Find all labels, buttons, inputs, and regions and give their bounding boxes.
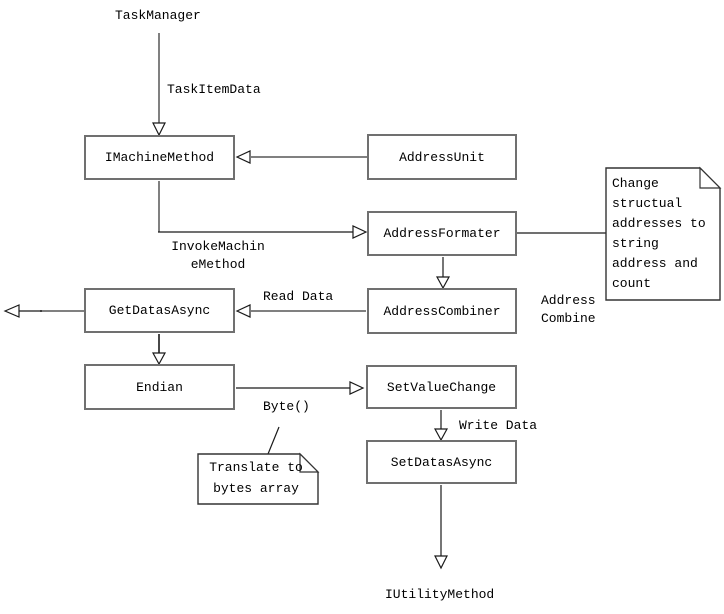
arrowhead-left-icon [235,304,251,318]
note-translate-bytes-text: Translate to bytes array [209,460,303,496]
arrowhead-left-icon [3,304,20,318]
edge-taskmanager-to-imachinemethod [152,33,166,137]
arrowhead-down-icon [152,122,166,137]
arrowhead-down-icon [434,555,448,570]
node-setdatasasync: SetDatasAsync [366,440,517,484]
edge-endian-to-setvaluechange [236,381,365,395]
edge-label-invokemachinemethod: InvokeMachin eMethod [171,239,265,272]
edge-getdatasasync-out-left [3,304,84,318]
edge-label-writedata: Write Data [459,418,538,433]
node-endian: Endian [84,364,235,410]
edge-label-readdata: Read Data [263,289,334,304]
edge-setdatasasync-to-iutilitymethod [434,485,448,570]
note-change-structural-text: Change structual addresses to string add… [612,176,706,291]
edge-addressunit-to-imachinemethod [235,150,367,164]
node-imachinemethod: IMachineMethod [84,135,235,180]
note-shape-translate-bytes [197,452,320,505]
arrowhead-down-icon [435,276,451,290]
edge-getdatasasync-to-endian [151,334,167,366]
arrowhead-left-icon [235,150,251,164]
note-shape-change-structural [605,166,722,301]
node-addressunit: AddressUnit [367,134,517,180]
node-iutilitymethod-label: IUtilityMethod [385,587,495,602]
edge-addressformater-to-addresscombiner [435,257,451,290]
edge-imachinemethod-to-addressformater [158,181,368,239]
arrowhead-right-icon [352,225,368,239]
edge-label-taskitemdata: TaskItemData [167,82,261,97]
node-addressformater: AddressFormater [367,211,517,256]
node-taskmanager-label: TaskManager [115,8,201,23]
edge-note-to-byte-label [267,426,280,455]
note-fold-icon [699,166,722,189]
arrowhead-down-icon [433,428,449,442]
edge-label-byte: Byte() [263,399,310,414]
edge-addresscombiner-to-getdatasasync [235,304,366,318]
arrowhead-right-icon [349,381,365,395]
node-setvaluechange: SetValueChange [366,365,517,409]
node-getdatasasync: GetDatasAsync [84,288,235,333]
node-addresscombiner: AddressCombiner [367,288,517,334]
arrowhead-down-icon [151,352,167,366]
note-fold-icon [299,452,320,473]
edge-label-addresscombine: Address Combine [541,293,596,326]
edge-setvaluechange-to-setdatasasync [433,410,449,442]
